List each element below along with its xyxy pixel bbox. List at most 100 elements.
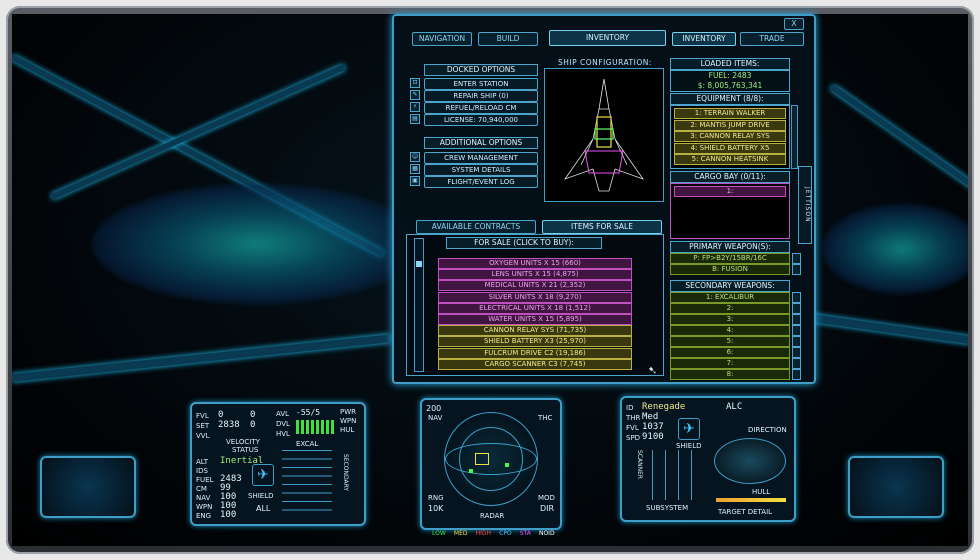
system-details-button[interactable]: System Details	[424, 164, 538, 176]
alt-label: ALT	[196, 458, 209, 466]
equipment-list: 1: Terrain Walker2: Mantis Jump Drive3: …	[670, 105, 790, 169]
radar-contact	[475, 453, 489, 465]
radar-sphere[interactable]	[444, 412, 538, 506]
thr-label: THR	[626, 414, 641, 422]
weapon-toggle-button[interactable]	[792, 314, 801, 325]
cargo-bay-title: Cargo Bay (0/11):	[670, 171, 790, 183]
target-shield-icon: ✈	[678, 418, 700, 440]
scroll-thumb[interactable]	[416, 261, 422, 267]
primary-weapon-item[interactable]: B: Fusion	[670, 264, 790, 275]
primary-weapon-item[interactable]: P: FP>B2Y/15BR/16C	[670, 253, 790, 264]
radar-label: Radar	[480, 512, 505, 520]
for-sale-item[interactable]: Oxygen Units X 15 (660)	[438, 258, 632, 269]
shield-label: Shield	[248, 492, 274, 500]
primary-weapons-title: Primary Weapon(s):	[670, 241, 790, 253]
for-sale-item[interactable]: Water Units X 15 (5,895)	[438, 314, 632, 325]
fvl-value: 1037	[642, 422, 664, 432]
enter-station-button[interactable]: Enter Station	[424, 78, 538, 90]
equipment-item[interactable]: 5: Cannon Heatsink	[674, 154, 786, 165]
license-icon: ▤	[410, 114, 420, 124]
hull-label: Hull	[752, 488, 771, 496]
secondary-weapon-item[interactable]: 5:	[670, 336, 790, 347]
weapon-toggle-button[interactable]	[792, 264, 801, 275]
spd-label: SPD	[626, 434, 641, 442]
weapon-toggle-button[interactable]	[792, 358, 801, 369]
for-sale-scrollbar[interactable]	[414, 238, 424, 372]
for-sale-item[interactable]: Fulcrum Drive C2 (19,186)	[438, 347, 632, 359]
thr-value: Med	[642, 412, 659, 422]
legend-high: High	[475, 530, 492, 537]
weapon-toggle-button[interactable]	[792, 303, 801, 314]
right-side-display	[848, 456, 944, 518]
tab-items-for-sale[interactable]: Items for Sale	[542, 220, 662, 234]
equipment-item[interactable]: 4: Shield Battery X5	[674, 142, 786, 154]
wpn2-label: WPN	[196, 503, 213, 511]
secondary-weapons-title: Secondary Weapons:	[670, 280, 790, 292]
eng-value: 100	[220, 510, 237, 520]
for-sale-item[interactable]: Lens Units X 15 (4,875)	[438, 269, 632, 281]
jettison-button[interactable]: Jettison	[798, 166, 812, 244]
weapon-toggle-button[interactable]	[792, 325, 801, 336]
ratio-value: -55/5	[296, 408, 321, 417]
target-detail-label: Target Detail	[718, 508, 773, 516]
tab-available-contracts[interactable]: Available Contracts	[416, 220, 536, 234]
for-sale-item[interactable]: Electrical Units X 18 (1,512)	[438, 302, 632, 314]
rng-value: 10K	[428, 504, 444, 513]
target-hud: ID THR FVL SPD Renegade ALC Med 1037 910…	[620, 396, 796, 522]
equipment-item[interactable]: 3: Cannon Relay Sys	[674, 131, 786, 142]
license-button[interactable]: License: 70,940,000	[424, 114, 538, 126]
equipment-item[interactable]: 2: Mantis Jump Drive	[674, 119, 786, 131]
for-sale-item[interactable]: Cargo Scanner C3 (7,745)	[438, 358, 632, 370]
weapon-toggle-button[interactable]	[792, 292, 801, 303]
cockpit-strut	[811, 314, 968, 345]
crew-icon: ☺	[410, 152, 420, 162]
direction-label: Direction	[748, 426, 787, 434]
nebula	[822, 204, 968, 294]
secondary-weapon-item[interactable]: 1: Excalibur	[670, 292, 790, 303]
weapon-toggle-button[interactable]	[792, 347, 801, 358]
crew-management-button[interactable]: Crew Management	[424, 152, 538, 164]
ship-config-viewer[interactable]	[544, 68, 664, 202]
for-sale-item[interactable]: Silver Units X 18 (9,270)	[438, 291, 632, 303]
ship-config-title: Ship Configuration:	[558, 58, 652, 67]
set-zero: 0	[250, 420, 256, 430]
for-sale-item[interactable]: Cannon Relay Sys (71,735)	[438, 325, 632, 337]
equipment-item[interactable]: 1: Terrain Walker	[674, 108, 786, 119]
velocity-label: Velocity	[226, 438, 260, 446]
for-sale-item[interactable]: Shield Battery X3 (25,970)	[438, 336, 632, 348]
cargo-item[interactable]: 1:	[674, 186, 786, 197]
system-icon: ▦	[410, 164, 420, 174]
nav-label: NAV	[196, 494, 211, 502]
ship-wireframe-icon	[563, 78, 645, 192]
flight-log-button[interactable]: Flight/Event Log	[424, 176, 538, 188]
fuel-value: 2483	[220, 474, 242, 484]
weapon-toggle-button[interactable]	[792, 336, 801, 347]
legend-cpo: Cpo	[499, 530, 512, 537]
weapon-toggle-button[interactable]	[792, 253, 801, 264]
cargo-bay-list[interactable]: 1:	[670, 183, 790, 239]
close-button[interactable]: X	[784, 18, 804, 30]
radar-legend: Low Med High Cpo Sta Noid	[432, 520, 558, 539]
secondary-weapon-item[interactable]: 6:	[670, 347, 790, 358]
secondary-weapon-item[interactable]: 8:	[670, 369, 790, 380]
radar-contact	[469, 469, 473, 473]
money-readout: $: 8,005,763,341	[697, 81, 763, 90]
vvl-label: VVL	[196, 432, 210, 440]
dir-label: DIR	[540, 504, 555, 513]
secondary-weapon-item[interactable]: 3:	[670, 314, 790, 325]
tab-inventory-main[interactable]: Inventory	[549, 30, 666, 46]
weapon-toggle-button[interactable]	[792, 369, 801, 380]
tab-navigation[interactable]: Navigation	[412, 32, 472, 46]
tab-trade[interactable]: Trade	[740, 32, 804, 46]
repair-ship-button[interactable]: Repair Ship (0)	[424, 90, 538, 102]
for-sale-item[interactable]: Medical Units X 21 (2,352)	[438, 280, 632, 292]
rng-label: RNG	[428, 494, 444, 502]
tab-build[interactable]: Build	[478, 32, 538, 46]
secondary-weapon-item[interactable]: 2:	[670, 303, 790, 314]
refuel-button[interactable]: Refuel/Reload CM	[424, 102, 538, 114]
equipment-scrollbar[interactable]	[791, 105, 798, 169]
secondary-weapon-item[interactable]: 7:	[670, 358, 790, 369]
secondary-weapon-item[interactable]: 4:	[670, 325, 790, 336]
tab-inventory[interactable]: Inventory	[672, 32, 736, 46]
dvl-label: DVL	[276, 420, 290, 428]
